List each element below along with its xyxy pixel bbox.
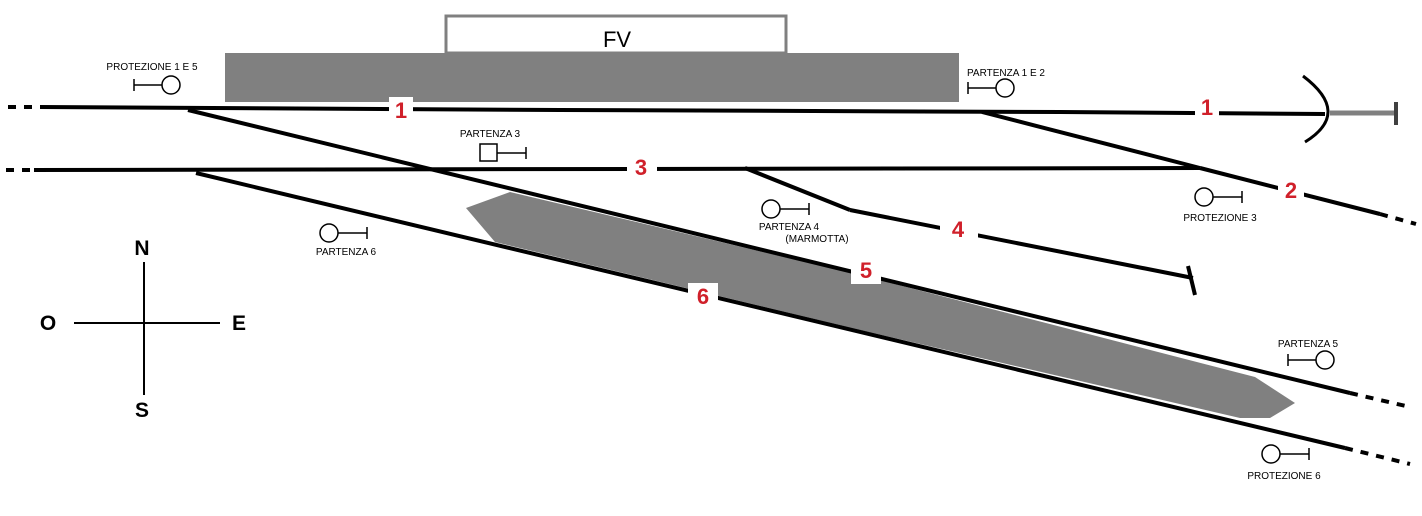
signal-label: PARTENZA 4 [759, 222, 820, 233]
track-1 [8, 105, 1326, 116]
signal-label: PROTEZIONE 6 [1247, 471, 1321, 482]
signal-partenza-5: PARTENZA 5 [1278, 339, 1339, 370]
track-number-3: 3 [627, 154, 657, 181]
signal-label: PROTEZIONE 3 [1183, 213, 1257, 224]
signal-protezione-3: PROTEZIONE 3 [1183, 187, 1257, 224]
compass-east: E [232, 312, 246, 335]
compass-north: N [134, 237, 149, 260]
signal-partenza-3: PARTENZA 3 [460, 129, 527, 162]
track-5 [187, 108, 1411, 409]
track-number-1-west: 1 [389, 97, 413, 124]
svg-text:1: 1 [1201, 95, 1213, 120]
track-6 [195, 171, 1411, 466]
station-building: FV [444, 14, 788, 55]
svg-text:5: 5 [860, 258, 872, 283]
signal-partenza-6: PARTENZA 6 [316, 223, 377, 258]
svg-text:2: 2 [1285, 178, 1297, 203]
station-building-label: FV [603, 27, 631, 52]
compass-south: S [135, 399, 149, 422]
track-number-5: 5 [851, 256, 881, 284]
svg-text:1: 1 [395, 98, 407, 123]
buffer-stop-track-1 [1302, 74, 1398, 144]
svg-text:3: 3 [635, 155, 647, 180]
compass-west: O [40, 312, 56, 335]
signal-label: PARTENZA 3 [460, 129, 521, 140]
signal-label: PARTENZA 1 E 2 [967, 68, 1045, 79]
signal-partenza-1-2: PARTENZA 1 E 2 [967, 68, 1045, 98]
compass-rose: N S E O [40, 237, 246, 422]
signal-label: PARTENZA 6 [316, 247, 377, 258]
svg-text:6: 6 [697, 284, 709, 309]
track-number-6: 6 [688, 283, 718, 311]
track-number-4: 4 [940, 216, 978, 244]
track-3 [6, 166, 1201, 172]
signal-partenza-4: PARTENZA 4 (MARMOTTA) [759, 199, 849, 245]
signal-protezione-6: PROTEZIONE 6 [1247, 444, 1321, 482]
signal-protezione-1-5: PROTEZIONE 1 E 5 [106, 62, 198, 95]
svg-text:4: 4 [952, 217, 965, 242]
signal-label-2: (MARMOTTA) [785, 234, 848, 245]
main-platform [225, 53, 959, 102]
signal-label: PROTEZIONE 1 E 5 [106, 62, 198, 73]
island-platform [466, 192, 1295, 418]
track-number-2: 2 [1278, 177, 1304, 204]
track-number-1-east: 1 [1195, 95, 1219, 122]
track-4 [744, 166, 1197, 296]
signal-label: PARTENZA 5 [1278, 339, 1339, 350]
